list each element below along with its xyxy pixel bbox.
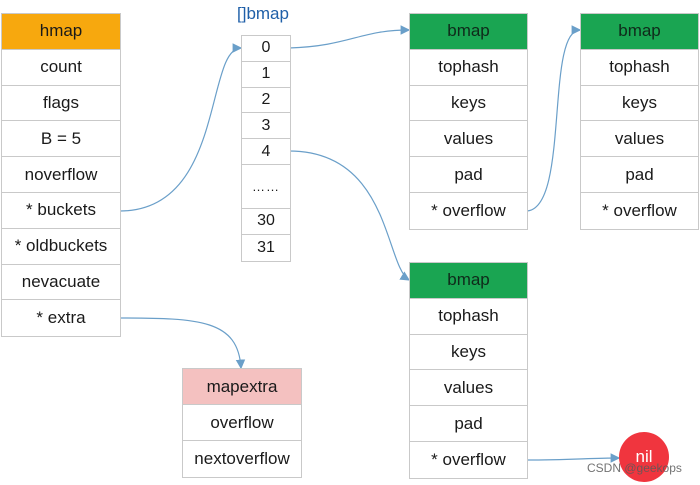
hmap-field-flags: flags	[2, 86, 120, 122]
hmap-field-extra: * extra	[36, 308, 86, 328]
bucket-index-31: 31	[257, 238, 275, 256]
extra-to-mapextra-arrow	[119, 317, 246, 370]
array4-to-bmap-arrow	[288, 150, 411, 281]
nil-node: nil	[619, 432, 669, 482]
mapextra-struct: mapextra overflow nextoverflow	[182, 368, 302, 478]
hmap-field-b: B = 5	[2, 121, 120, 158]
nil-label: nil	[635, 447, 653, 466]
bmap-field-keys: keys	[410, 335, 527, 371]
bmap-struct-3: bmap tophash keys values pad * overflow	[409, 262, 528, 479]
buckets-to-array-arrow	[119, 43, 243, 212]
bmap-field-values: values	[410, 121, 527, 158]
watermark: CSDN @geekops	[587, 461, 682, 475]
bucket-index-2: 2	[242, 88, 290, 114]
bmap-header: bmap	[410, 263, 527, 299]
mapextra-field-overflow: overflow	[183, 405, 301, 441]
bucket-index-3: 3	[242, 113, 290, 140]
bmap-field-pad: pad	[410, 157, 527, 193]
bmap-field-values: values	[581, 121, 698, 158]
hmap-field-nevacuate: nevacuate	[2, 265, 120, 301]
bmap-field-overflow: * overflow	[431, 449, 506, 469]
bmap-field-pad: pad	[410, 406, 527, 442]
bucket-array: 0 1 2 3 4 …… 30 31	[241, 35, 291, 262]
bmap-struct-1: bmap tophash keys values pad * overflow	[409, 13, 528, 230]
hmap-header: hmap	[2, 14, 120, 50]
bmap-field-tophash: tophash	[581, 50, 698, 86]
hmap-field-noverflow: noverflow	[2, 157, 120, 193]
bmap-field-pad: pad	[581, 157, 698, 193]
hmap-field-oldbuckets: * oldbuckets	[2, 229, 120, 265]
bucket-index-0: 0	[242, 36, 290, 62]
bmap-struct-2: bmap tophash keys values pad * overflow	[580, 13, 699, 230]
hmap-struct: hmap count flags B = 5 noverflow * bucke…	[1, 13, 121, 338]
hmap-field-buckets: * buckets	[2, 193, 120, 229]
array0-to-bmap-arrow	[288, 25, 411, 49]
overflow-to-nil-arrow	[525, 453, 621, 463]
bmap-field-values: values	[410, 370, 527, 407]
bmap-field-overflow: * overflow	[431, 200, 506, 220]
mapextra-header: mapextra	[183, 369, 301, 405]
bucket-ellipsis: ……	[242, 165, 290, 209]
hmap-field-count: count	[2, 50, 120, 86]
bmap-field-keys: keys	[410, 86, 527, 122]
bmap-header: bmap	[581, 14, 698, 50]
overflow-to-bmap-arrow	[525, 25, 582, 212]
bucket-index-4: 4	[242, 139, 290, 165]
bucket-index-1: 1	[242, 62, 290, 88]
bucket-index-30: 30	[242, 209, 290, 235]
bmap-field-tophash: tophash	[410, 50, 527, 86]
bucket-array-title: []bmap	[237, 4, 289, 23]
bmap-field-tophash: tophash	[410, 299, 527, 335]
bmap-field-keys: keys	[581, 86, 698, 122]
bmap-header: bmap	[410, 14, 527, 50]
bmap-field-overflow: * overflow	[602, 200, 677, 220]
mapextra-field-nextoverflow: nextoverflow	[194, 449, 290, 468]
